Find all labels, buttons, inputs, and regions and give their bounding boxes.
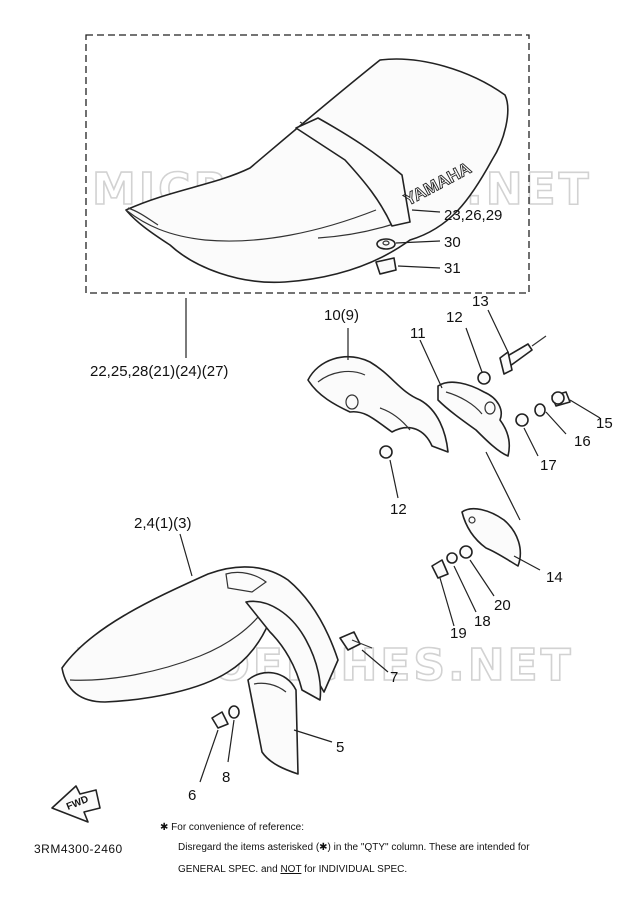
bracket-parts: [379, 309, 601, 521]
plate-parts: [431, 508, 541, 627]
callout-8: 8: [222, 769, 230, 786]
callout-12-lower: 12: [390, 501, 407, 518]
callout-6: 6: [188, 787, 196, 804]
callout-5: 5: [336, 739, 344, 756]
callout-15: 15: [596, 415, 613, 432]
callout-18: 18: [474, 613, 491, 630]
callout-7: 7: [390, 669, 398, 686]
callout-fender-assembly: 2,4(1)(3): [134, 515, 192, 532]
callout-20: 20: [494, 597, 511, 614]
callout-16: 16: [574, 433, 591, 450]
callout-23-26-29: 23,26,29: [444, 207, 502, 224]
callout-14: 14: [546, 569, 563, 586]
bracket-cover-illustration: [307, 328, 449, 453]
callout-13: 13: [472, 293, 489, 310]
callout-seat-assembly: 22,25,28(21)(24)(27): [90, 363, 228, 380]
seat-illustration: YAMAHA: [125, 58, 509, 284]
callout-30: 30: [444, 234, 461, 251]
callout-10-9: 10(9): [324, 307, 359, 324]
fender-small-parts: [199, 631, 389, 783]
callout-12-upper: 12: [446, 309, 463, 326]
seat-fastener-parts: [375, 209, 441, 275]
forward-arrow-icon: FWD: [51, 785, 101, 823]
callout-19: 19: [450, 625, 467, 642]
seat-group-box: [85, 34, 530, 294]
callout-31: 31: [444, 260, 461, 277]
front-fender-illustration: [61, 533, 339, 703]
callout-11: 11: [410, 325, 426, 342]
callout-17: 17: [540, 457, 557, 474]
